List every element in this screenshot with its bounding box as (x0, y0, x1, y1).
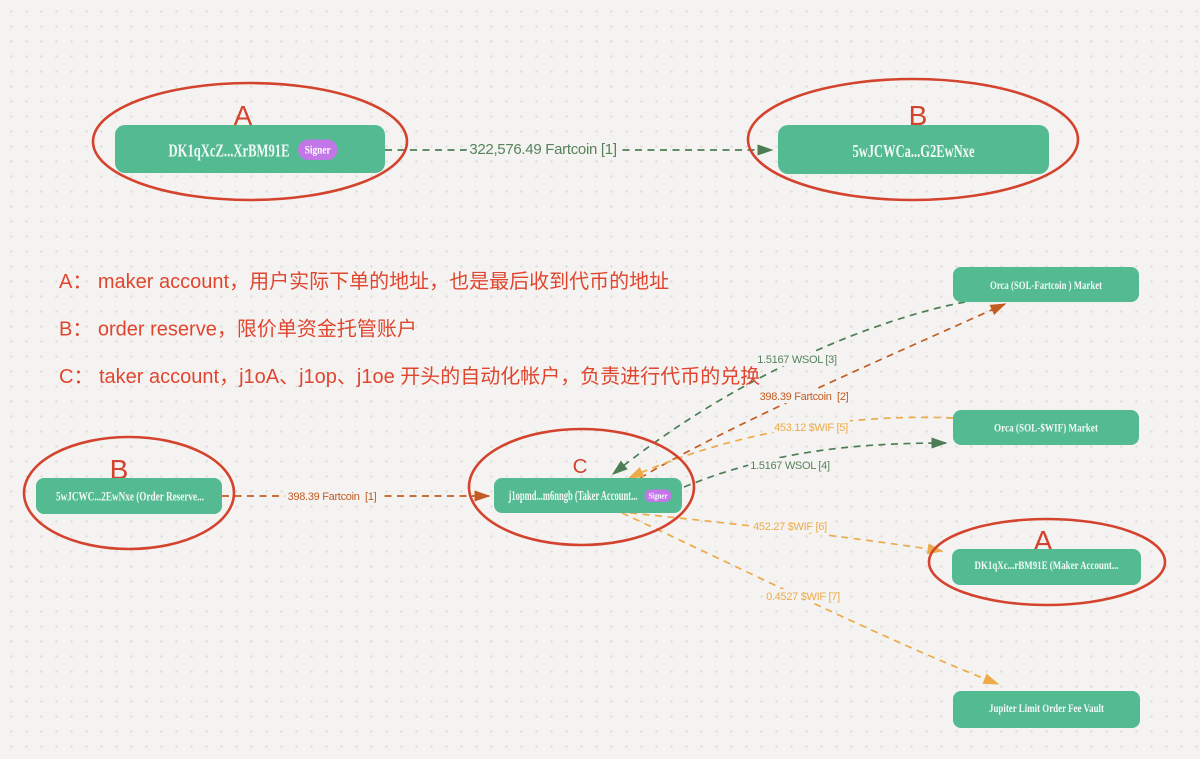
edge-orca-wif-to-taker (627, 416, 954, 479)
edge-label-wsol-3: 1.5167 WSOL [3] (757, 354, 837, 366)
node-fee-vault: Jupiter Limit Order Fee Vault (953, 691, 1140, 728)
edge-taker-to-orca-fartcoin (639, 303, 1007, 479)
ellipse-maker-right (927, 517, 1167, 607)
legend: A： maker account，用户实际下单的地址，也是最后收到代币的地址 B… (59, 270, 760, 388)
edge-label-wif-7: 0.4527 $WIF [7] (766, 591, 840, 603)
node-taker-center: j1opmd...m6nngb (Taker Account... Signer (494, 478, 682, 513)
ellipse-reserve-top (746, 77, 1080, 202)
node-orca-wif: Orca (SOL-$WIF) Market (953, 410, 1139, 445)
node-fee-vault-label: Jupiter Limit Order Fee Vault (989, 703, 1104, 715)
node-reserve-top-box (778, 125, 1049, 174)
edge-label-fartcoin-2: 398.39 Fartcoin [2] (760, 391, 849, 403)
ellipse-taker-center (467, 427, 696, 547)
edge-label-wsol-4: 1.5167 WSOL [4] (750, 460, 830, 472)
edge-label-wif-6: 452.27 $WIF [6] (753, 521, 827, 533)
node-orca-fartcoin: Orca (SOL-Fartcoin ) Market (953, 267, 1139, 302)
node-taker-center-label: j1opmd...m6nngb (Taker Account... (508, 488, 638, 503)
node-orca-wif-box (953, 410, 1139, 445)
node-orca-wif-label: Orca (SOL-$WIF) Market (994, 422, 1098, 435)
node-reserve-left-box (36, 478, 222, 514)
node-maker-right-box (952, 549, 1141, 585)
legend-line-b: B： order reserve，限价单资金托管账户 (59, 318, 417, 341)
legend-line-a: A： maker account，用户实际下单的地址，也是最后收到代币的地址 (59, 270, 669, 293)
node-reserve-top-label: 5wJCWCa...G2EwNxe (853, 141, 975, 161)
edge-taker-to-maker (629, 512, 944, 555)
edge-label-fartcoin-1: 398.39 Fartcoin [1] (288, 491, 377, 503)
node-reserve-left: 5wJCWC...2EwNxe (Order Reserve... (36, 478, 222, 514)
edge-labels-layer: 322,576.49 Fartcoin [1] 398.39 Fartcoin … (284, 138, 852, 607)
node-reserve-left-label: 5wJCWC...2EwNxe (Order Reserve... (56, 489, 204, 504)
node-maker-top: DK1qXcZ...XrBM91E Signer (115, 125, 385, 173)
signer-badge-maker-top-label: Signer (305, 143, 332, 157)
ellipse-reserve-left (22, 435, 236, 551)
node-maker-right-label: DK1qXc...rBM91E (Maker Account... (975, 560, 1119, 572)
signer-badge-maker-top (298, 139, 338, 160)
letter-b-top: B (909, 100, 928, 131)
signer-badge-taker (644, 489, 672, 502)
node-orca-fartcoin-label: Orca (SOL-Fartcoin ) Market (990, 280, 1102, 292)
edge-label-fartcoin-1-top: 322,576.49 Fartcoin [1] (469, 141, 617, 158)
letter-c-center: C (573, 455, 588, 478)
node-fee-vault-box (953, 691, 1140, 728)
node-maker-top-label: DK1qXcZ...XrBM91E (169, 141, 290, 161)
edges-layer (222, 144, 1007, 685)
node-orca-fartcoin-box (953, 267, 1139, 302)
edge-label-wif-5: 453.12 $WIF [5] (774, 422, 848, 434)
edge-taker-to-fee-vault (621, 512, 1000, 685)
node-maker-right: DK1qXc...rBM91E (Maker Account... (952, 549, 1141, 585)
edge-orca-fartcoin-to-taker (611, 301, 966, 475)
node-maker-top-box (115, 125, 385, 173)
signer-badge-taker-label: Signer (649, 491, 668, 501)
node-reserve-top: 5wJCWCa...G2EwNxe (778, 125, 1049, 174)
edge-taker-to-orca-wif (683, 437, 948, 488)
letter-a-top: A (234, 100, 253, 131)
node-taker-center-box (494, 478, 682, 513)
legend-line-c: C： taker account，j1oA、j1op、j1oe 开头的自动化帐户… (59, 365, 760, 388)
ellipse-maker-top (91, 81, 409, 202)
nodes-layer: DK1qXcZ...XrBM91E Signer 5wJCWCa...G2EwN… (36, 125, 1141, 728)
letter-b-left: B (110, 454, 129, 485)
annotation-ellipses (22, 77, 1167, 607)
